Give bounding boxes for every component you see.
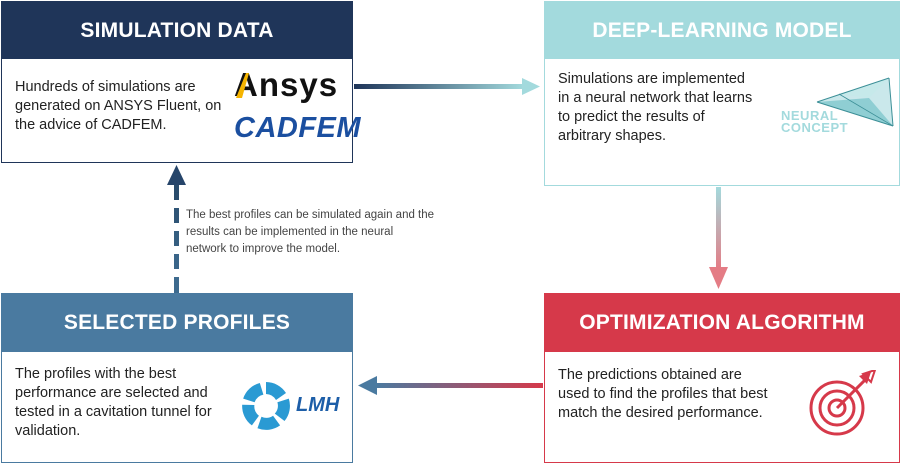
simulation-data-title: SIMULATION DATA [2, 2, 352, 59]
arrow-feedback-dashed [167, 165, 186, 293]
selected-line-1: The profiles with the best [15, 366, 177, 382]
selected-line-2: performance are selected and [15, 385, 208, 401]
lmh-logo-text: LMH [296, 394, 340, 416]
selected-profiles-description: The profiles with the best performance a… [15, 365, 240, 441]
simulation-line-3: the advice of CADFEM. [15, 117, 167, 133]
optimization-line-3: match the desired performance. [558, 405, 763, 421]
deep-learning-title: DEEP-LEARNING MODEL [545, 2, 899, 59]
feedback-note: The best profiles can be simulated again… [186, 207, 446, 258]
ansys-logo-text: Ansys [234, 66, 339, 103]
simulation-data-card: SIMULATION DATA Hundreds of simulations … [1, 1, 361, 163]
cadfem-logo: CADFEM [234, 112, 361, 145]
neural-concept-line-2: CONCEPT [781, 120, 849, 135]
deep-learning-description: Simulations are implemented in a neural … [558, 70, 788, 146]
ansys-logo: Ansys [234, 66, 338, 104]
optimization-algorithm-card: OPTIMIZATION ALGORITHM The predictions o… [544, 293, 900, 463]
arrow-dl-to-opt [709, 187, 728, 289]
feedback-note-line-2: results can be implemented in the neural [186, 226, 394, 238]
arrow-opt-to-sel [358, 376, 543, 395]
arrow-sim-to-dl [354, 78, 540, 95]
optimization-line-2: used to find the profiles that best [558, 386, 768, 402]
ansys-accent-icon [236, 73, 249, 98]
selected-profiles-card: SELECTED PROFILES The profiles with the … [1, 293, 353, 463]
deep-learning-model-card: DEEP-LEARNING MODEL Simulations are impl… [544, 1, 900, 186]
target-icon [809, 370, 877, 436]
simulation-data-description: Hundreds of simulations are generated on… [15, 78, 235, 135]
lmh-logo: LMH [296, 394, 339, 417]
selected-line-4: validation. [15, 423, 81, 439]
optimization-description: The predictions obtained are used to fin… [558, 366, 798, 423]
selected-line-3: tested in a cavitation tunnel for [15, 404, 212, 420]
simulation-line-1: Hundreds of simulations are [15, 79, 196, 95]
cadfem-logo-text: CADFEM [234, 112, 362, 144]
feedback-note-line-3: network to improve the model. [186, 243, 341, 255]
neural-concept-logo: NEURAL CONCEPT [781, 108, 849, 135]
selected-profiles-title: SELECTED PROFILES [2, 294, 352, 352]
lmh-swirl-icon [242, 382, 290, 430]
deep-learning-line-4: arbitrary shapes. [558, 128, 666, 144]
neural-concept-line-1: NEURAL [781, 108, 839, 123]
optimization-title: OPTIMIZATION ALGORITHM [545, 294, 899, 352]
feedback-note-line-1: The best profiles can be simulated again… [186, 209, 435, 221]
optimization-line-1: The predictions obtained are [558, 367, 742, 383]
neural-concept-icon [816, 77, 894, 127]
deep-learning-line-2: in a neural network that learns [558, 90, 753, 106]
deep-learning-line-3: to predict the results of [558, 109, 705, 125]
deep-learning-line-1: Simulations are implemented [558, 71, 745, 87]
simulation-line-2: generated on ANSYS Fluent, on [15, 98, 222, 114]
